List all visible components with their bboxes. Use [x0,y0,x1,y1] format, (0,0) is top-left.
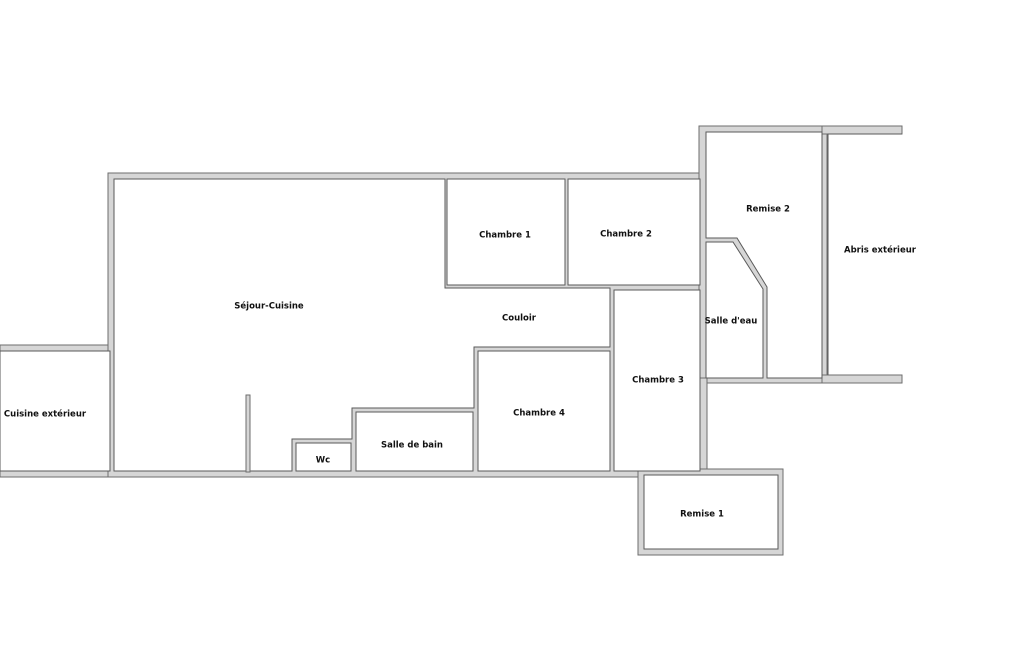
room-chambre-4[interactable] [477,350,611,472]
room-wc[interactable] [295,442,352,472]
wall-right-column [699,377,708,475]
label-couloir: Couloir [502,314,537,324]
rooms [0,131,902,550]
wall-abris-bottom [821,374,903,384]
room-remise-1[interactable] [643,474,779,550]
room-salle-deau[interactable] [705,241,764,379]
room-cuisine-exterieur[interactable] [0,350,111,472]
label-remise-1: Remise 1 [680,510,724,520]
partition-wall [245,394,251,473]
label-chambre-3: Chambre 3 [632,376,684,386]
wall-abris-top [821,125,903,135]
label-remise-2: Remise 2 [746,205,790,215]
labels: Cuisine extérieur Séjour-Cuisine Couloir… [4,205,917,520]
label-salle-deau: Salle d'eau [705,317,758,327]
room-sejour-cuisine[interactable] [113,178,611,472]
label-salle-de-bain: Salle de bain [381,441,443,451]
label-chambre-2: Chambre 2 [600,230,652,240]
label-abris-exterieur: Abris extérieur [844,245,917,256]
label-wc: Wc [316,456,330,466]
label-chambre-4: Chambre 4 [513,409,565,419]
label-cuisine-exterieur: Cuisine extérieur [4,409,87,420]
label-sejour-cuisine: Séjour-Cuisine [234,301,304,312]
room-chambre-3[interactable] [613,289,701,472]
room-remise-2[interactable] [705,131,823,379]
room-abris-exterieur-outline [827,133,902,375]
room-chambre-1[interactable] [446,178,566,286]
room-salle-de-bain[interactable] [355,411,474,472]
room-chambre-2[interactable] [567,178,701,286]
label-chambre-1: Chambre 1 [479,231,531,241]
